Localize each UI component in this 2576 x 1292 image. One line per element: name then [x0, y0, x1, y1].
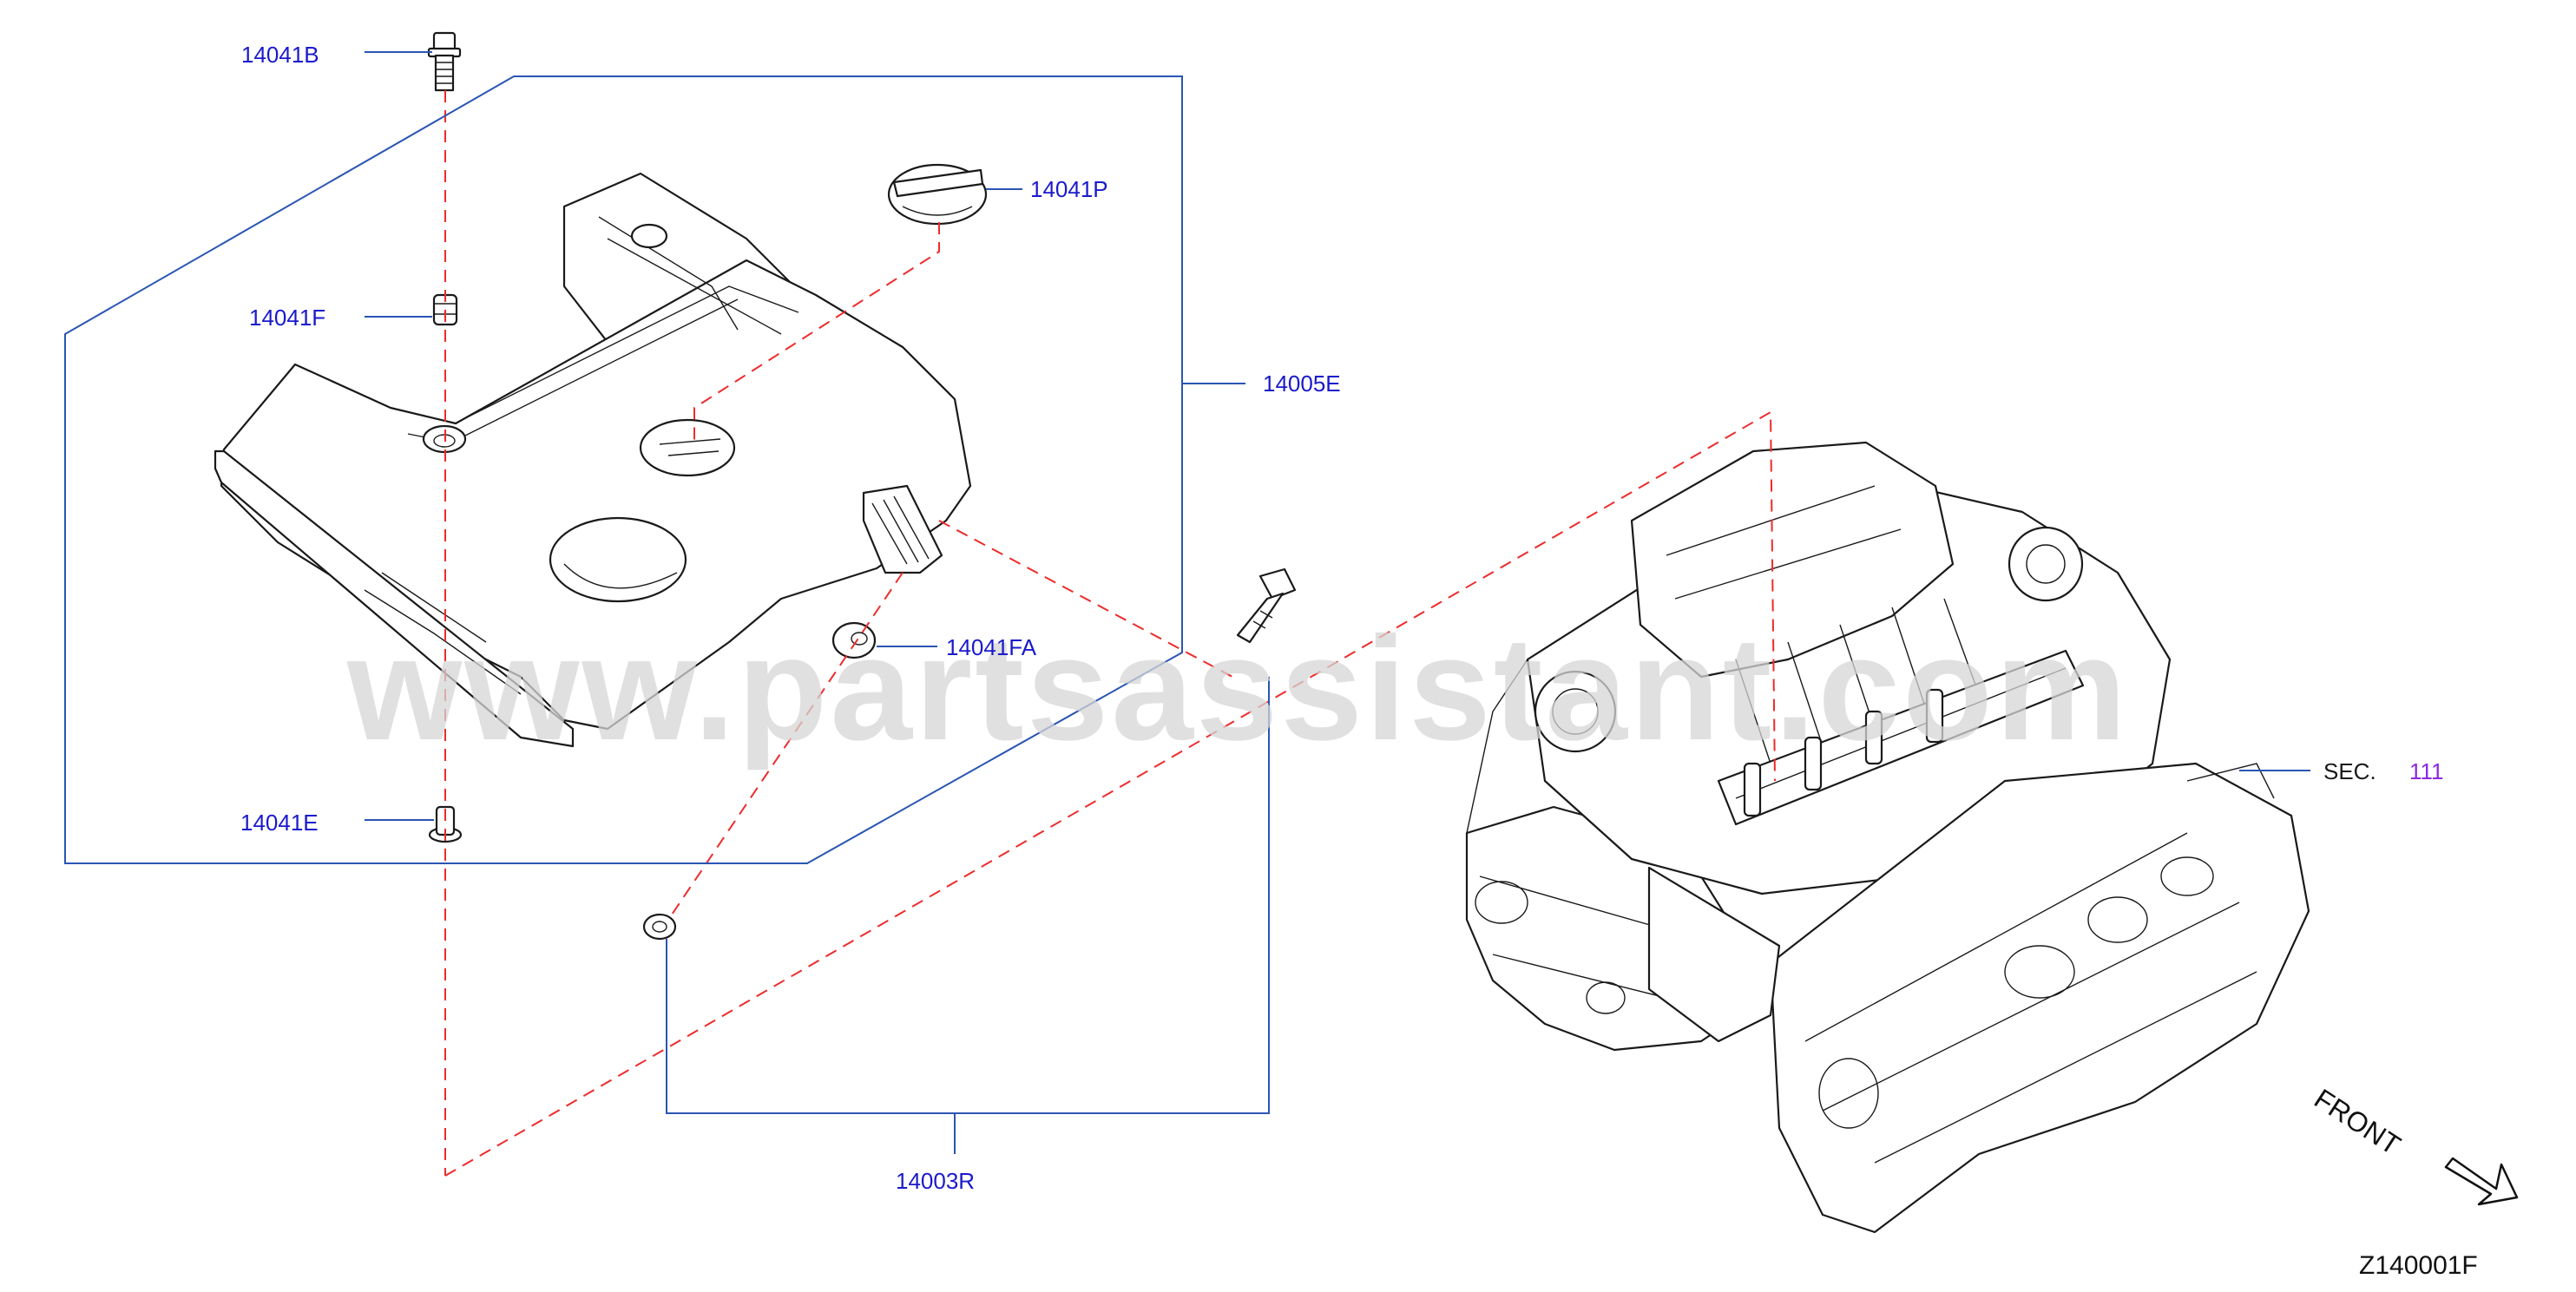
label-14003R[interactable]: 14003R [896, 1168, 975, 1194]
label-14005E[interactable]: 14005E [1263, 371, 1341, 397]
section-link-111[interactable]: 111 [2409, 758, 2444, 784]
watermark: www.partsassistant.com [346, 607, 2129, 771]
grommet-14041E-icon [428, 805, 463, 843]
grommet-14041FA-icon [831, 621, 877, 659]
bolt-14041B-icon [427, 31, 462, 92]
leader-lines [64, 51, 2310, 1154]
front-indicator: FRONT [2309, 1083, 2519, 1206]
label-14041B[interactable]: 14041B [241, 42, 319, 68]
label-14041E[interactable]: 14041E [240, 810, 319, 836]
label-14041P[interactable]: 14041P [1030, 176, 1108, 202]
drawing-code: Z140001F [2359, 1251, 2478, 1280]
front-arrow-icon [2444, 1157, 2519, 1206]
label-14041FA[interactable]: 14041FA [946, 634, 1037, 660]
part-labels: 14041B 14041P 14041F 14005E 14041FA 1404… [240, 42, 2444, 1194]
assembly-dash-lines [444, 90, 1776, 1177]
washer-14003R-icon [642, 913, 677, 941]
engine-illustration [1465, 441, 2310, 1234]
stud-bolt-icon [1236, 567, 1297, 644]
engine-cover-illustration [214, 172, 972, 748]
front-label: FRONT [2309, 1083, 2406, 1161]
label-14041F[interactable]: 14041F [249, 305, 325, 331]
oil-cap-14041P-icon [887, 163, 988, 226]
section-prefix: SEC. [2323, 758, 2376, 784]
